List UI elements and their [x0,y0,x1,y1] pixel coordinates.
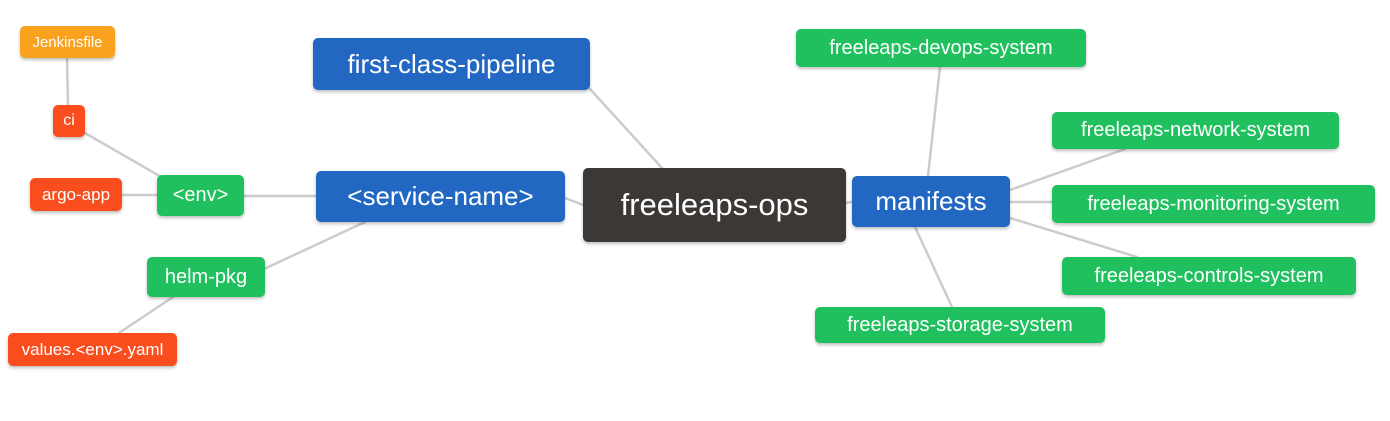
node-first-class-pipeline[interactable]: first-class-pipeline [313,38,590,90]
edge-service-name-freeleaps-ops [563,196,585,207]
edge-first-class-pipeline-freeleaps-ops [588,87,664,170]
edge-values-env-yaml-helm-pkg [117,295,175,335]
node-freeleaps-network-system[interactable]: freeleaps-network-system [1052,112,1339,149]
node-argo-app[interactable]: argo-app [30,178,122,211]
edge-manifests-freeleaps-devops-system [926,65,942,178]
edge-manifests-freeleaps-storage-system [913,225,954,309]
node-freeleaps-controls-system[interactable]: freeleaps-controls-system [1062,257,1356,295]
edge-freeleaps-ops-manifests [843,200,854,205]
edge-jenkinsfile-ci [65,56,70,107]
node-helm-pkg[interactable]: helm-pkg [147,257,265,297]
node-env[interactable]: <env> [157,175,244,216]
node-freeleaps-storage-system[interactable]: freeleaps-storage-system [815,307,1105,343]
edge-manifests-freeleaps-controls-system [1008,216,1139,259]
edge-helm-pkg-service-name [262,220,367,271]
node-jenkinsfile[interactable]: Jenkinsfile [20,26,115,58]
edge-manifests-freeleaps-network-system [1008,147,1127,192]
node-freeleaps-monitoring-system[interactable]: freeleaps-monitoring-system [1052,185,1375,223]
node-ci[interactable]: ci [53,105,85,137]
edge-ci-env [83,131,165,180]
node-values-env-yaml[interactable]: values.<env>.yaml [8,333,177,366]
node-freeleaps-devops-system[interactable]: freeleaps-devops-system [796,29,1086,67]
node-manifests[interactable]: manifests [852,176,1010,227]
node-service-name[interactable]: <service-name> [316,171,565,222]
node-freeleaps-ops[interactable]: freeleaps-ops [583,168,846,242]
